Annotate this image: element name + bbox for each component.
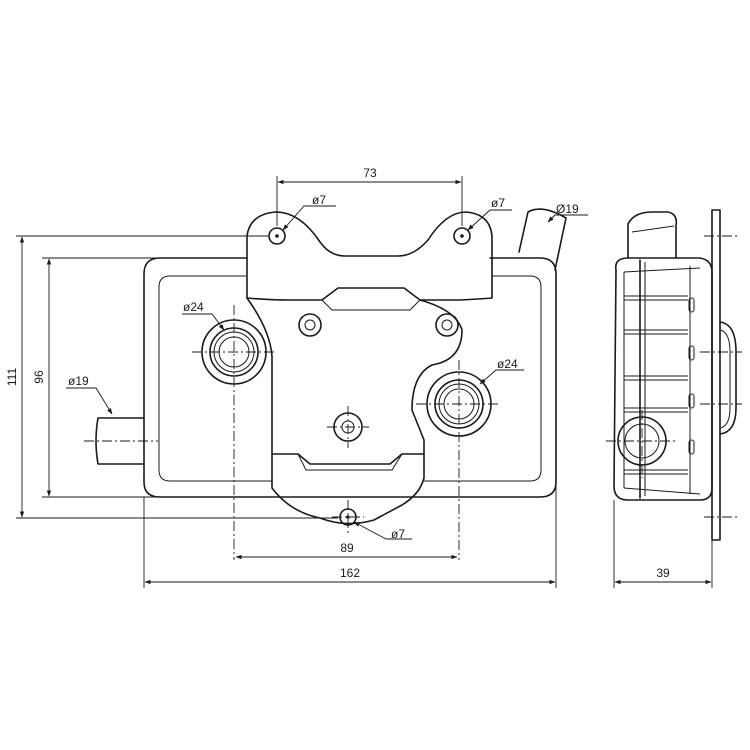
side-body-outer [613, 257, 713, 501]
bolt-hole-top-left [268, 227, 286, 245]
callout-port-left: ø24 [182, 300, 225, 331]
callout-port-left-label: ø24 [183, 300, 204, 314]
dim-39-label: 39 [656, 566, 670, 580]
boss-right [435, 313, 459, 337]
callout-bolt-bottom: ø7 [353, 521, 412, 541]
body-inner-outline [158, 275, 542, 482]
dim-89: 89 [235, 541, 458, 560]
center-plate [246, 297, 463, 455]
boss-left [298, 313, 322, 337]
dim-73-label: 73 [363, 166, 377, 180]
body-outline [143, 257, 557, 498]
dim-73: 73 [276, 166, 463, 226]
top-flange [246, 211, 493, 301]
center-lines [84, 305, 500, 560]
side-boss [719, 321, 737, 435]
dim-89-label: 89 [340, 541, 354, 555]
pipe-top-right [518, 208, 567, 271]
dim-96-label: 96 [32, 370, 46, 384]
bottom-flange-rib [297, 453, 403, 471]
callout-pipe-top-right-label: Ø19 [556, 202, 579, 216]
callout-pipe-top-right: Ø19 [547, 202, 588, 223]
callout-bolt-top-left: ø7 [282, 193, 336, 231]
dim-162: 162 [143, 482, 557, 588]
callout-bolt-top-left-label: ø7 [312, 193, 326, 207]
bolt-hole-top-right [453, 227, 471, 245]
dim-96: 96 [32, 257, 160, 498]
pipe-left [95, 417, 145, 465]
callout-pipe-left-label: ø19 [68, 374, 89, 388]
callout-port-right: ø24 [479, 357, 524, 385]
callout-bolt-bottom-label: ø7 [391, 527, 405, 541]
top-flange-rib [321, 299, 421, 311]
dim-39: 39 [613, 500, 713, 588]
callout-pipe-left: ø19 [66, 374, 113, 415]
side-slots [688, 297, 695, 455]
side-view: 39 [606, 209, 742, 588]
side-top-stub [627, 211, 678, 259]
side-flange-plate [711, 209, 721, 541]
bottom-flange [271, 453, 425, 525]
side-fins [624, 295, 688, 475]
callout-bolt-top-right: ø7 [467, 196, 512, 231]
dim-162-label: 162 [340, 566, 360, 580]
front-view: 73 89 162 111 96 [5, 166, 588, 588]
dim-111: 111 [5, 235, 338, 519]
dim-111-label: 111 [5, 368, 19, 387]
callout-bolt-top-right-label: ø7 [491, 196, 505, 210]
callout-port-right-label: ø24 [497, 357, 518, 371]
